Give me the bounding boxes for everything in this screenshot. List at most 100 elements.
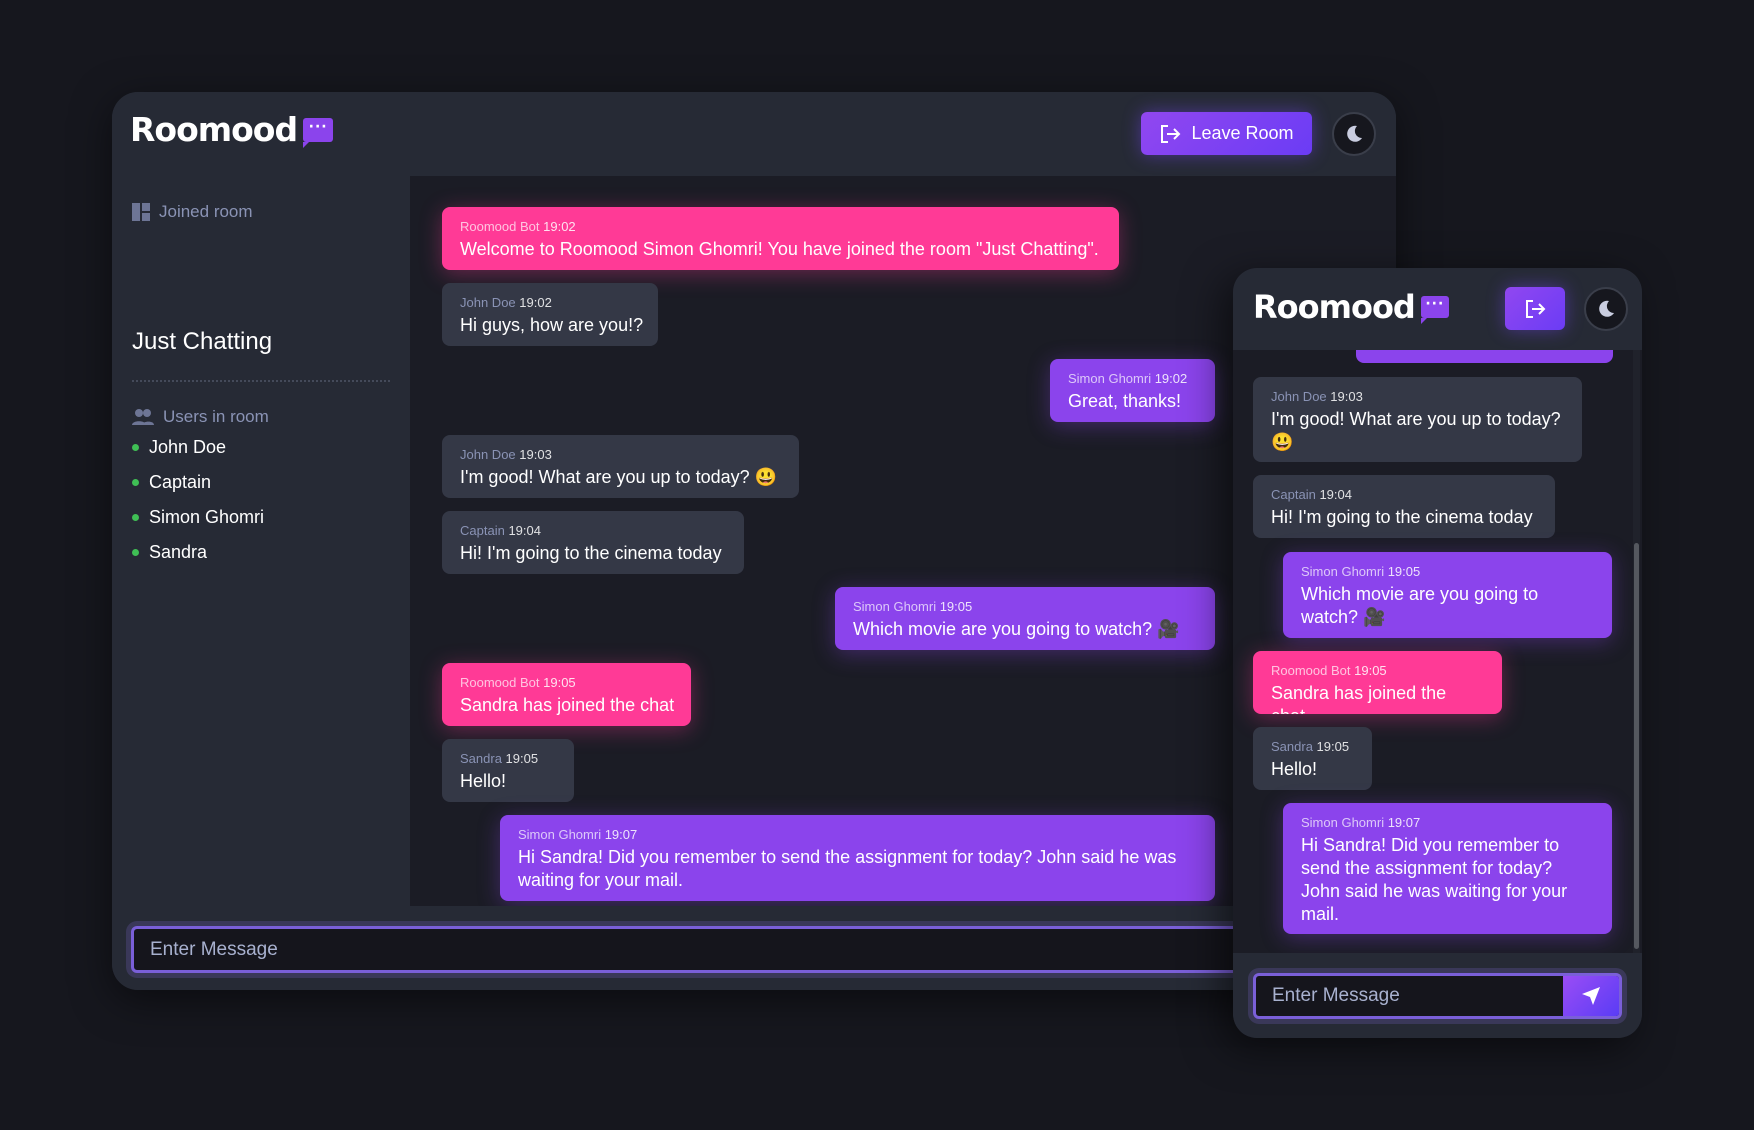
- online-dot-icon: [132, 444, 139, 451]
- message-time: 19:03: [519, 447, 552, 462]
- message-author: Roomood Bot: [460, 675, 540, 690]
- message-author: Captain: [1271, 487, 1316, 502]
- user-item[interactable]: Captain: [132, 472, 211, 493]
- message-meta: Roomood Bot 19:05: [1271, 663, 1484, 678]
- moon-icon: [1599, 300, 1614, 317]
- sidebar: Joined room Just Chatting Users in room …: [112, 176, 410, 906]
- message-input-placeholder: Enter Message: [150, 938, 278, 960]
- message-text: Hi! I'm going to the cinema today: [1271, 507, 1533, 527]
- logout-icon: [1161, 124, 1181, 143]
- message-bar: Enter Message: [112, 906, 1396, 990]
- mobile-message-bar: Enter Message: [1233, 953, 1642, 1038]
- joined-room-text: Joined room: [159, 202, 253, 221]
- message-text: Hi Sandra! Did you remember to send the …: [518, 847, 1177, 890]
- message-author: John Doe: [460, 295, 516, 310]
- joined-room-label: Joined room: [132, 202, 253, 222]
- user-item[interactable]: Simon Ghomri: [132, 507, 264, 528]
- moon-icon: [1347, 125, 1362, 142]
- message-time: 19:05: [939, 599, 973, 614]
- message-time: 19:04: [1319, 487, 1352, 502]
- users-icon: [132, 409, 154, 425]
- logo: Roomood ···: [130, 110, 334, 149]
- user-item[interactable]: John Doe: [132, 437, 226, 458]
- mobile-logo: Roomood ···: [1253, 288, 1449, 326]
- message-meta: Roomood Bot 19:02: [460, 219, 1101, 234]
- message-text: I'm good! What are you up to today? 😃: [460, 467, 778, 487]
- room-name: Just Chatting: [132, 328, 273, 355]
- chat-bubble-dots-icon: ···: [1420, 296, 1449, 324]
- mobile-leave-room-button[interactable]: [1505, 287, 1565, 330]
- message-author: Sandra: [460, 751, 502, 766]
- message-author: John Doe: [460, 447, 516, 462]
- message-author: Roomood Bot: [1271, 663, 1351, 678]
- message-meta: Simon Ghomri 19:07: [1301, 815, 1594, 830]
- online-dot-icon: [132, 549, 139, 556]
- desktop-window: Roomood ··· Leave Room Joined room Just …: [112, 92, 1396, 990]
- user-name: Sandra: [149, 542, 208, 562]
- message-time: 19:05: [1387, 564, 1421, 579]
- message-author: Roomood Bot: [460, 219, 540, 234]
- scrollbar-thumb[interactable]: [1634, 543, 1639, 949]
- message-bubble: John Doe 19:02 Hi guys, how are you!?: [442, 283, 658, 346]
- message-author: Captain: [460, 523, 505, 538]
- message-author: Simon Ghomri: [1301, 564, 1385, 579]
- message-text: Hi guys, how are you!?: [460, 315, 644, 335]
- theme-toggle-button[interactable]: [1332, 112, 1376, 156]
- message-author: Simon Ghomri: [518, 827, 602, 842]
- message-input[interactable]: Enter Message: [131, 926, 1371, 973]
- online-dot-icon: [132, 479, 139, 486]
- message-time: 19:03: [1330, 389, 1363, 404]
- user-item[interactable]: Sandra: [132, 542, 207, 563]
- message-meta: Simon Ghomri 19:07: [518, 827, 1197, 842]
- user-name: Simon Ghomri: [149, 507, 265, 527]
- message-meta: Captain 19:04: [460, 523, 726, 538]
- message-meta: Simon Ghomri 19:05: [1301, 564, 1594, 579]
- users-in-room-label: Users in room: [132, 407, 269, 427]
- message-meta: Simon Ghomri 19:05: [853, 599, 1197, 614]
- message-time: 19:05: [1316, 739, 1350, 754]
- leave-room-button[interactable]: Leave Room: [1141, 112, 1312, 155]
- message-text: Hello!: [460, 771, 507, 791]
- scrolled-message-bubble: [1356, 350, 1613, 363]
- message-text: Great, thanks!: [1068, 391, 1182, 411]
- user-name: Captain: [149, 472, 212, 492]
- divider: [132, 380, 390, 382]
- logout-icon: [1526, 299, 1546, 318]
- send-button[interactable]: [1563, 976, 1619, 1016]
- mobile-message-input[interactable]: Enter Message: [1253, 973, 1622, 1019]
- users-in-room-text: Users in room: [163, 407, 269, 426]
- message-time: 19:07: [604, 827, 638, 842]
- message-time: 19:05: [505, 751, 539, 766]
- message-time: 19:05: [543, 675, 576, 690]
- logo-text: Roomood: [130, 110, 298, 149]
- message-meta: Sandra 19:05: [460, 751, 556, 766]
- message-meta: John Doe 19:03: [1271, 389, 1564, 404]
- message-text: Sandra has joined the chat: [1271, 683, 1447, 714]
- dashboard-icon: [132, 203, 150, 221]
- message-time: 19:02: [519, 295, 552, 310]
- header: Roomood ··· Leave Room: [112, 92, 1396, 176]
- message-input-placeholder: Enter Message: [1272, 985, 1400, 1006]
- send-icon: [1582, 987, 1600, 1005]
- mobile-theme-toggle-button[interactable]: [1584, 287, 1628, 331]
- chat-bubble-dots-icon: ···: [303, 117, 334, 148]
- message-text: Which movie are you going to watch? 🎥: [853, 619, 1180, 639]
- message-time: 19:05: [1354, 663, 1387, 678]
- message-meta: Sandra 19:05: [1271, 739, 1354, 754]
- online-dot-icon: [132, 514, 139, 521]
- user-name: John Doe: [149, 437, 227, 457]
- message-text: Hello!: [1271, 759, 1318, 779]
- message-bubble: Simon Ghomri 19:07 Hi Sandra! Did you rem…: [500, 815, 1215, 901]
- message-meta: Roomood Bot 19:05: [460, 675, 673, 690]
- message-meta: Captain 19:04: [1271, 487, 1537, 502]
